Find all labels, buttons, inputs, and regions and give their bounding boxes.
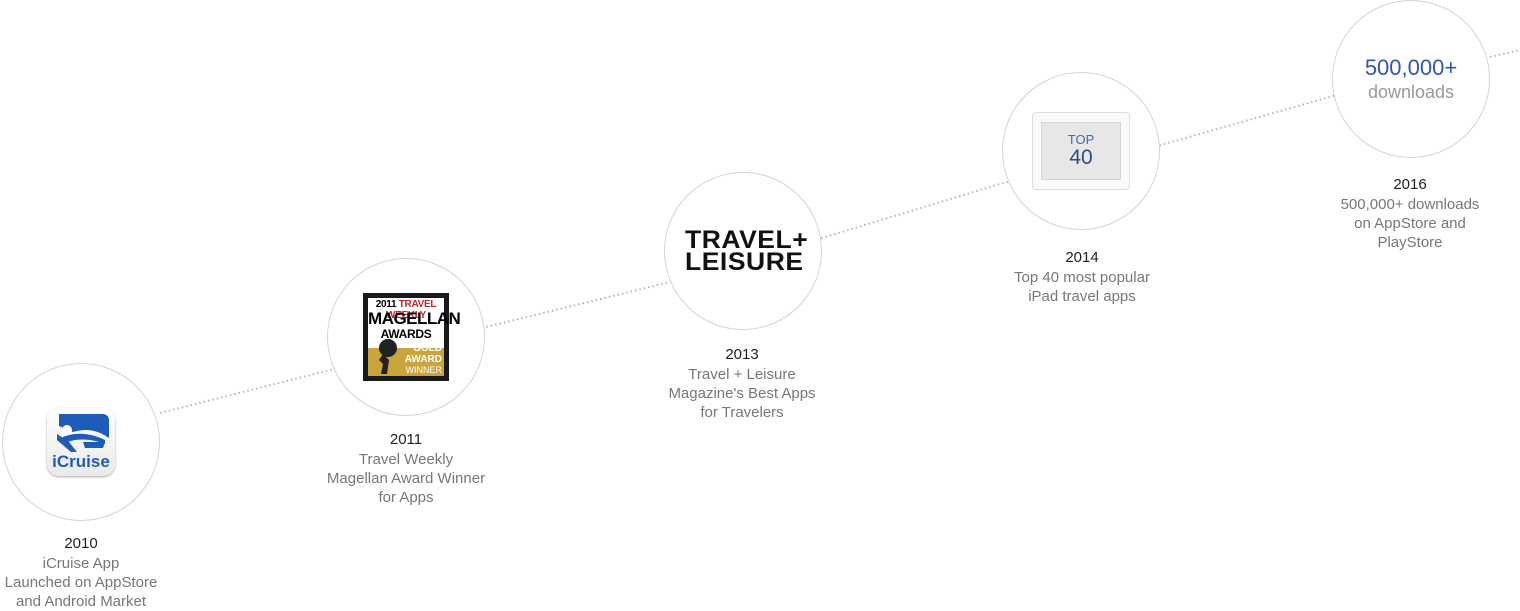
milestone-2014-caption: 2014 Top 40 most popular iPad travel app… [982,248,1182,306]
milestone-year: 2011 [389,431,423,448]
milestone-2011-circle: 2011 TRAVEL WEEKLY MAGELLAN AWARDS GOLD … [327,258,485,416]
logo-line-1: TRAVEL+ [684,226,809,254]
milestone-description: Top 40 most popular iPad travel apps [1014,269,1150,305]
badge-subtitle: AWARDS [380,327,432,341]
milestone-2010-caption: 2010 iCruise App Launched on AppStore an… [0,534,181,611]
logo-line-2: LEISURE [684,248,804,276]
milestone-year: 2014 [1065,249,1099,266]
milestone-year: 2016 [1393,176,1427,193]
badge-winner-text: WINNER [405,365,443,375]
downloads-badge: 500,000+ downloads [1365,55,1457,103]
travel-leisure-logo: TRAVEL+ LEISURE [685,228,808,275]
milestone-year: 2010 [64,535,98,552]
badge-brand: TRAVEL WEEKLY [385,299,437,321]
top-number: 40 [1069,146,1093,169]
milestone-2013-caption: 2013 Travel + Leisure Magazine's Best Ap… [642,345,842,422]
globe-figure-icon [379,339,397,374]
badge-title: MAGELLAN [368,309,461,328]
ipad-frame-icon: TOP 40 [1032,112,1130,190]
milestone-2011-caption: 2011 Travel Weekly Magellan Award Winner… [306,430,506,507]
milestone-description: Travel + Leisure Magazine's Best Apps fo… [668,366,816,421]
badge-award-text: GOLD AWARD [404,343,442,365]
badge-year: 2011 [375,299,397,310]
magellan-award-badge: 2011 TRAVEL WEEKLY MAGELLAN AWARDS GOLD … [363,293,461,381]
icruise-wave-icon [57,414,109,452]
milestone-2013-circle: TRAVEL+ LEISURE [664,172,822,330]
downloads-unit: downloads [1367,82,1455,102]
milestone-description: iCruise App Launched on AppStore and And… [4,555,158,610]
top-label: TOP [1067,132,1095,147]
milestone-2014-circle: TOP 40 [1002,72,1160,230]
milestone-2016-circle: 500,000+ downloads [1332,0,1490,158]
milestone-2016-caption: 2016 500,000+ downloads on AppStore and … [1310,175,1510,252]
milestone-description: 500,000+ downloads on AppStore and PlayS… [1340,196,1480,251]
icruise-wordmark: iCruise [52,452,110,471]
downloads-count: 500,000+ [1364,55,1458,80]
top-40-ipad-icon: TOP 40 [1041,122,1121,180]
milestone-year: 2013 [725,346,759,363]
milestone-description: Travel Weekly Magellan Award Winner for … [326,451,486,506]
milestone-2010-circle: iCruise [2,363,160,521]
icruise-app-icon: iCruise [47,408,115,476]
